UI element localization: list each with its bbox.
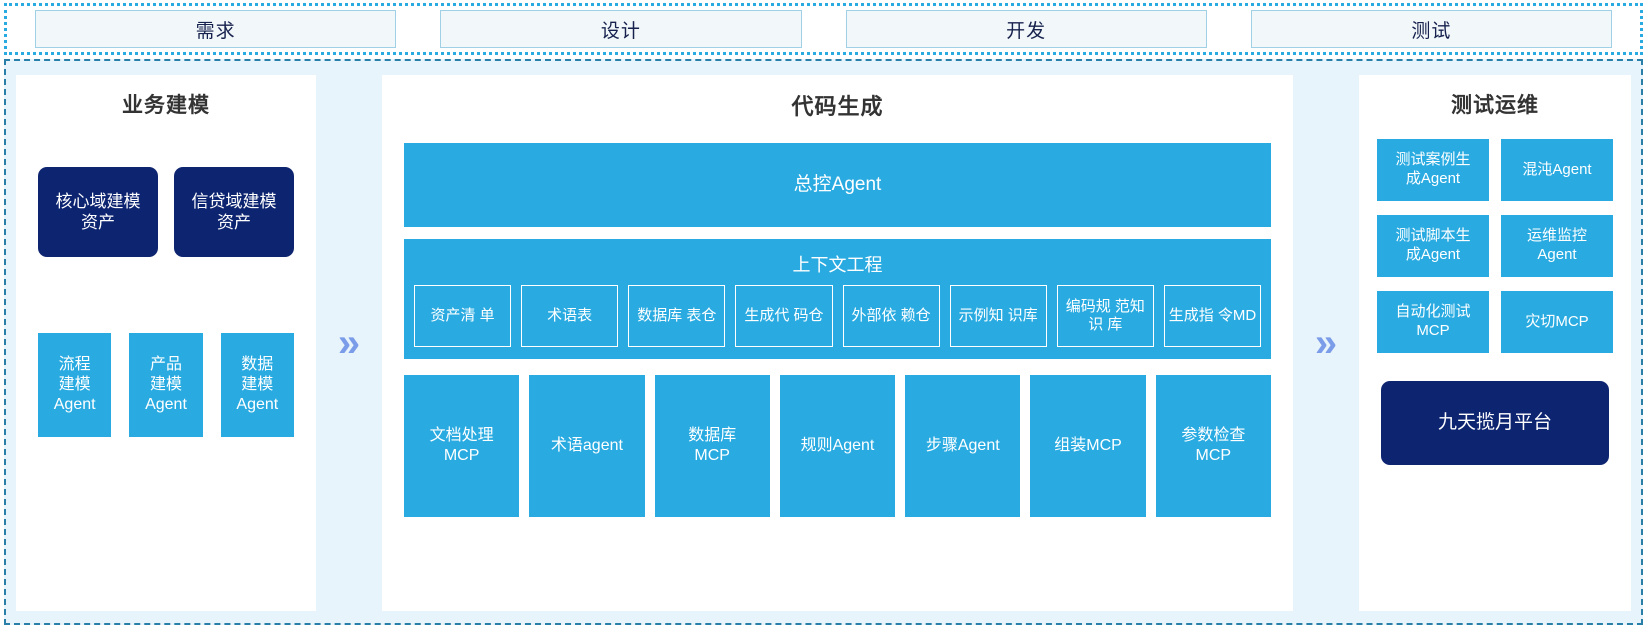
context-item-asset-list[interactable]: 资产清 单 bbox=[414, 285, 512, 347]
panel-test-operations: 测试运维 测试案例生 成Agent 混沌Agent 测试脚本生 成Agent 运… bbox=[1359, 75, 1631, 611]
platform-jiutian-lanyue[interactable]: 九天揽月平台 bbox=[1381, 381, 1609, 465]
agent-ops-monitoring[interactable]: 运维监控 Agent bbox=[1501, 215, 1613, 277]
context-engineering-block: 上下文工程 资产清 单 术语表 数据库 表仓 生成代 码仓 外部依 赖仓 示例知… bbox=[404, 239, 1271, 359]
mcp-automated-testing[interactable]: 自动化测试 MCP bbox=[1377, 291, 1489, 353]
control-agent-block[interactable]: 总控Agent bbox=[404, 143, 1271, 227]
business-assets-row: 核心域建模 资产 信贷域建模 资产 bbox=[30, 167, 302, 257]
context-item-generation-instruction-md[interactable]: 生成指 令MD bbox=[1163, 285, 1261, 347]
mcp-disaster-switch[interactable]: 灾切MCP bbox=[1501, 291, 1613, 353]
asset-credit-domain[interactable]: 信贷域建模 资产 bbox=[174, 167, 294, 257]
panel-title-test-operations: 测试运维 bbox=[1451, 94, 1539, 117]
phase-box-design[interactable]: 设计 bbox=[440, 10, 802, 48]
context-item-glossary[interactable]: 术语表 bbox=[521, 285, 619, 347]
agent-rules[interactable]: 规则Agent bbox=[779, 375, 896, 517]
context-item-generated-code-repo[interactable]: 生成代 码仓 bbox=[735, 285, 833, 347]
context-item-coding-standard-knowledge-base[interactable]: 编码规 范知识 库 bbox=[1056, 285, 1154, 347]
chevron-right-icon-1: » bbox=[337, 321, 361, 365]
context-items-row: 资产清 单 术语表 数据库 表仓 生成代 码仓 外部依 赖仓 示例知 识库 编码… bbox=[414, 285, 1261, 347]
context-engineering-title: 上下文工程 bbox=[792, 255, 883, 275]
test-ops-grid: 测试案例生 成Agent 混沌Agent 测试脚本生 成Agent 运维监控 A… bbox=[1373, 139, 1617, 353]
agent-data-modeling[interactable]: 数据 建模 Agent bbox=[220, 333, 294, 437]
mcp-agents-row: 文档处理 MCP 术语agent 数据库 MCP 规则Agent 步骤Agent… bbox=[404, 375, 1271, 517]
mcp-parameter-check[interactable]: 参数检查 MCP bbox=[1155, 375, 1271, 517]
phase-box-requirements[interactable]: 需求 bbox=[35, 10, 397, 48]
main-dashed-container: 业务建模 核心域建模 资产 信贷域建模 资产 流程 建模 Agent 产品 建模… bbox=[4, 59, 1643, 625]
context-item-external-dependency-repo[interactable]: 外部依 赖仓 bbox=[842, 285, 940, 347]
asset-core-domain[interactable]: 核心域建模 资产 bbox=[38, 167, 158, 257]
panel-business-modeling: 业务建模 核心域建模 资产 信贷域建模 资产 流程 建模 Agent 产品 建模… bbox=[16, 75, 316, 611]
mcp-document-processing[interactable]: 文档处理 MCP bbox=[404, 375, 520, 517]
chevron-right-icon-2: » bbox=[1314, 321, 1338, 365]
agent-product-modeling[interactable]: 产品 建模 Agent bbox=[129, 333, 203, 437]
context-item-db-table-repo[interactable]: 数据库 表仓 bbox=[628, 285, 726, 347]
agent-process-modeling[interactable]: 流程 建模 Agent bbox=[38, 333, 112, 437]
phase-strip: 需求 设计 开发 测试 bbox=[4, 3, 1643, 55]
agent-glossary[interactable]: 术语agent bbox=[529, 375, 645, 517]
agent-test-script-generation[interactable]: 测试脚本生 成Agent bbox=[1377, 215, 1489, 277]
panel-code-generation: 代码生成 总控Agent 上下文工程 资产清 单 术语表 数据库 表仓 生成代 … bbox=[382, 75, 1293, 611]
phase-box-testing[interactable]: 测试 bbox=[1250, 10, 1612, 48]
agent-test-case-generation[interactable]: 测试案例生 成Agent bbox=[1377, 139, 1489, 201]
agent-steps[interactable]: 步骤Agent bbox=[905, 375, 1021, 517]
mcp-assembly[interactable]: 组装MCP bbox=[1030, 375, 1146, 517]
phase-box-development[interactable]: 开发 bbox=[845, 10, 1207, 48]
mcp-database[interactable]: 数据库 MCP bbox=[654, 375, 770, 517]
panel-title-business-modeling: 业务建模 bbox=[122, 94, 210, 117]
agent-chaos[interactable]: 混沌Agent bbox=[1501, 139, 1613, 201]
panel-title-code-generation: 代码生成 bbox=[791, 94, 884, 119]
context-item-example-knowledge-base[interactable]: 示例知 识库 bbox=[949, 285, 1047, 347]
business-agents-row: 流程 建模 Agent 产品 建模 Agent 数据 建模 Agent bbox=[30, 333, 302, 437]
